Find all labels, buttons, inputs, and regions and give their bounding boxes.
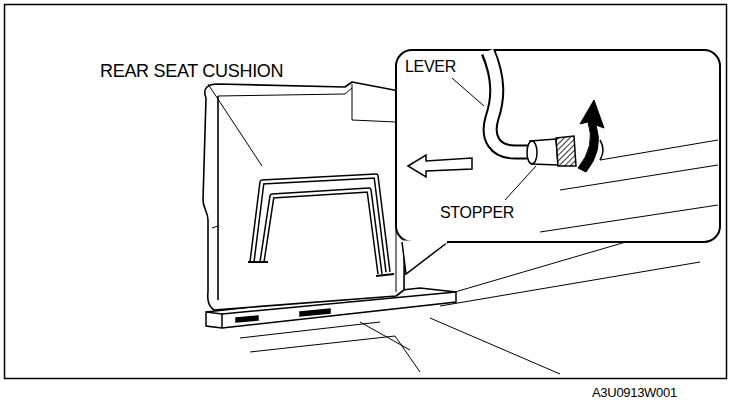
rail-slot [300,309,330,316]
cushion-crease [218,88,352,96]
lever-inner [488,51,536,152]
stopper-end [527,141,537,164]
leader-line [505,166,536,200]
wire-outer [252,176,388,274]
pull-arrow [408,155,472,177]
part-name: STOPPER [440,204,514,222]
stopper [527,136,576,166]
cushion-edge [217,96,219,300]
part-name: REAR SEAT CUSHION [100,62,283,82]
floor-line [440,262,700,306]
inset-pointer [402,242,448,274]
figure-frame [5,5,727,379]
part-name: LEVER [405,58,456,76]
rail-edge [221,314,223,328]
wire-frame [248,176,394,276]
lever [488,51,536,152]
floor-line [430,318,560,374]
leader-line [452,78,484,106]
rear-seat-cushion [203,82,405,310]
surface-line [540,205,718,232]
cushion-detail [212,226,218,228]
lever-outer [488,52,536,152]
floor-line [360,322,410,350]
detail-inset [396,50,720,242]
wire-inner [252,176,388,274]
leader-lines [208,78,536,200]
stopper-cap [556,136,576,166]
inset-pointer-join [403,241,447,244]
rotate-arrow [578,100,604,172]
cushion-outline [203,82,405,310]
figure-code: A3U0913W001 [592,386,677,400]
leader-line [208,84,262,166]
cushion-crease [352,84,396,122]
surface-line [600,140,718,160]
wire-foot [248,262,394,276]
rotate-arrow-tail [600,140,603,160]
rail-slot [236,316,258,322]
